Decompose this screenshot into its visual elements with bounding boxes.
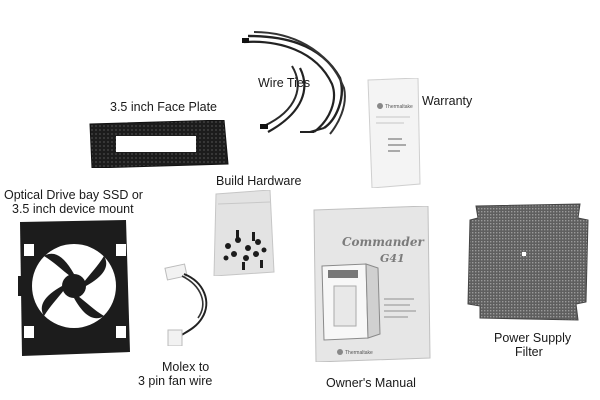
drive-mount-label-line2: 3.5 inch device mount [12, 202, 134, 216]
psu-filter-label-line1: Power Supply [494, 331, 572, 345]
manual-title-text: Commander [342, 235, 425, 249]
build-hardware-bag-image [212, 190, 276, 276]
case-illustration [321, 263, 381, 341]
psu-filter-label-line2: Filter [515, 345, 543, 359]
face-plate-image [86, 120, 230, 168]
drive-mount-fan-image [14, 216, 134, 358]
owners-manual-image: Commander G41 Thermaltake [312, 206, 432, 362]
molex-label-line1: Molex to [162, 360, 210, 374]
warranty-brand-text: Thermaltake [385, 104, 413, 110]
face-plate-label: 3.5 inch Face Plate [110, 100, 218, 114]
warranty-label: Warranty [422, 94, 473, 108]
drive-mount-label-line1: Optical Drive bay SSD or [4, 188, 143, 202]
wire-ties-label: Wire Ties [258, 76, 311, 90]
warranty-card-image: Thermaltake [366, 78, 422, 188]
build-hardware-label: Build Hardware [216, 174, 302, 188]
wire-ties-image [240, 28, 350, 140]
manual-brand-text: Thermaltake [345, 350, 373, 356]
molex-label-line2: 3 pin fan wire [138, 374, 213, 388]
manual-model-text: G41 [380, 252, 405, 265]
owners-manual-label: Owner's Manual [326, 376, 416, 390]
psu-filter-image [466, 202, 590, 322]
molex-wire-image [160, 262, 216, 346]
